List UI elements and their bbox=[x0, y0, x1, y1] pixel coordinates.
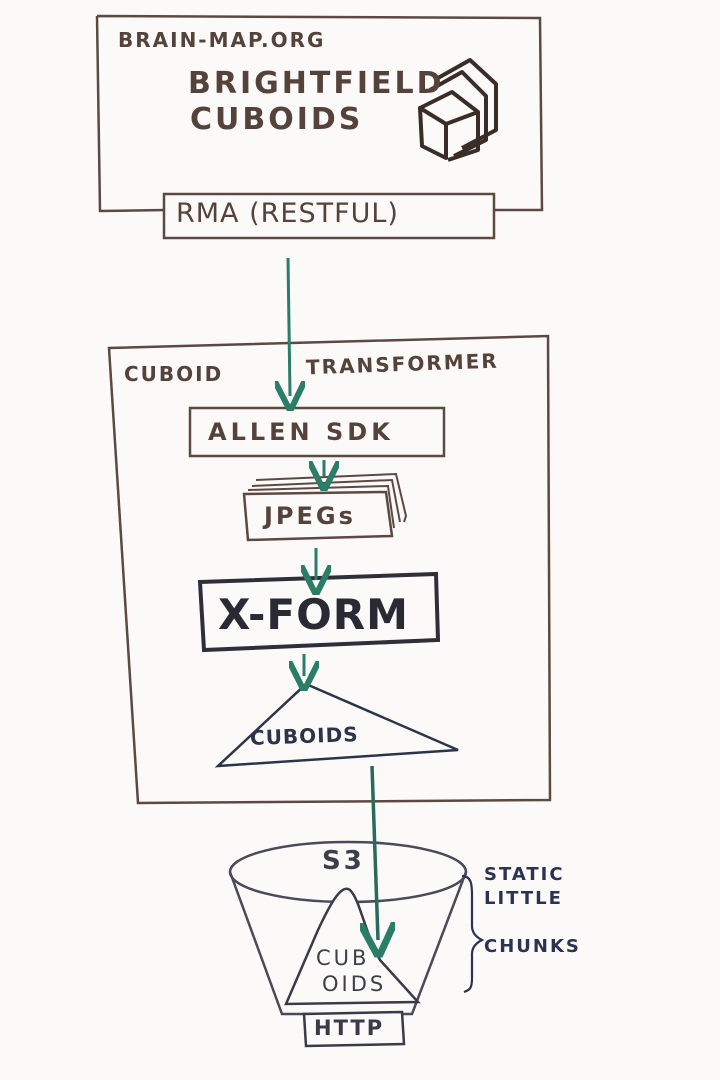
note-line2: LITTLE bbox=[484, 888, 563, 909]
s3-label: S3 bbox=[322, 846, 365, 876]
rma-label: RMA (RESTFUL) bbox=[176, 198, 399, 229]
source-title-line1: BRIGHTFIELD bbox=[188, 66, 445, 101]
s3-content-line2: OIDS bbox=[322, 972, 387, 996]
http-label: HTTP bbox=[314, 1016, 385, 1040]
source-site-label: BRAIN-MAP.ORG bbox=[118, 28, 326, 52]
transformer-label-part1: CUBOID bbox=[124, 362, 224, 386]
jpeg-box bbox=[242, 490, 394, 542]
rma-box bbox=[162, 192, 496, 240]
allen-sdk-label: ALLEN SDK bbox=[208, 418, 394, 446]
allen-sdk-box bbox=[188, 406, 446, 458]
http-box bbox=[302, 1010, 406, 1048]
arrow-rma-to-sdk bbox=[288, 257, 290, 396]
xform-label: X-FORM bbox=[218, 590, 409, 639]
transformer-box bbox=[107, 334, 552, 805]
source-box bbox=[95, 14, 544, 213]
note-line1: STATIC bbox=[484, 864, 565, 885]
cube-stack-icon bbox=[418, 58, 498, 162]
arrow-cuboids-to-s3 bbox=[372, 765, 378, 940]
cuboids-label: CUBOIDS bbox=[249, 722, 360, 750]
source-title-line2: CUBOIDS bbox=[190, 102, 364, 137]
cuboids-triangle bbox=[214, 682, 459, 768]
xform-box bbox=[197, 571, 441, 653]
s3-content-line1: CUB bbox=[316, 946, 370, 970]
note-brace bbox=[461, 874, 485, 994]
note-line3: CHUNKS bbox=[484, 936, 581, 957]
jpeg-label: JPEGs bbox=[264, 502, 356, 530]
